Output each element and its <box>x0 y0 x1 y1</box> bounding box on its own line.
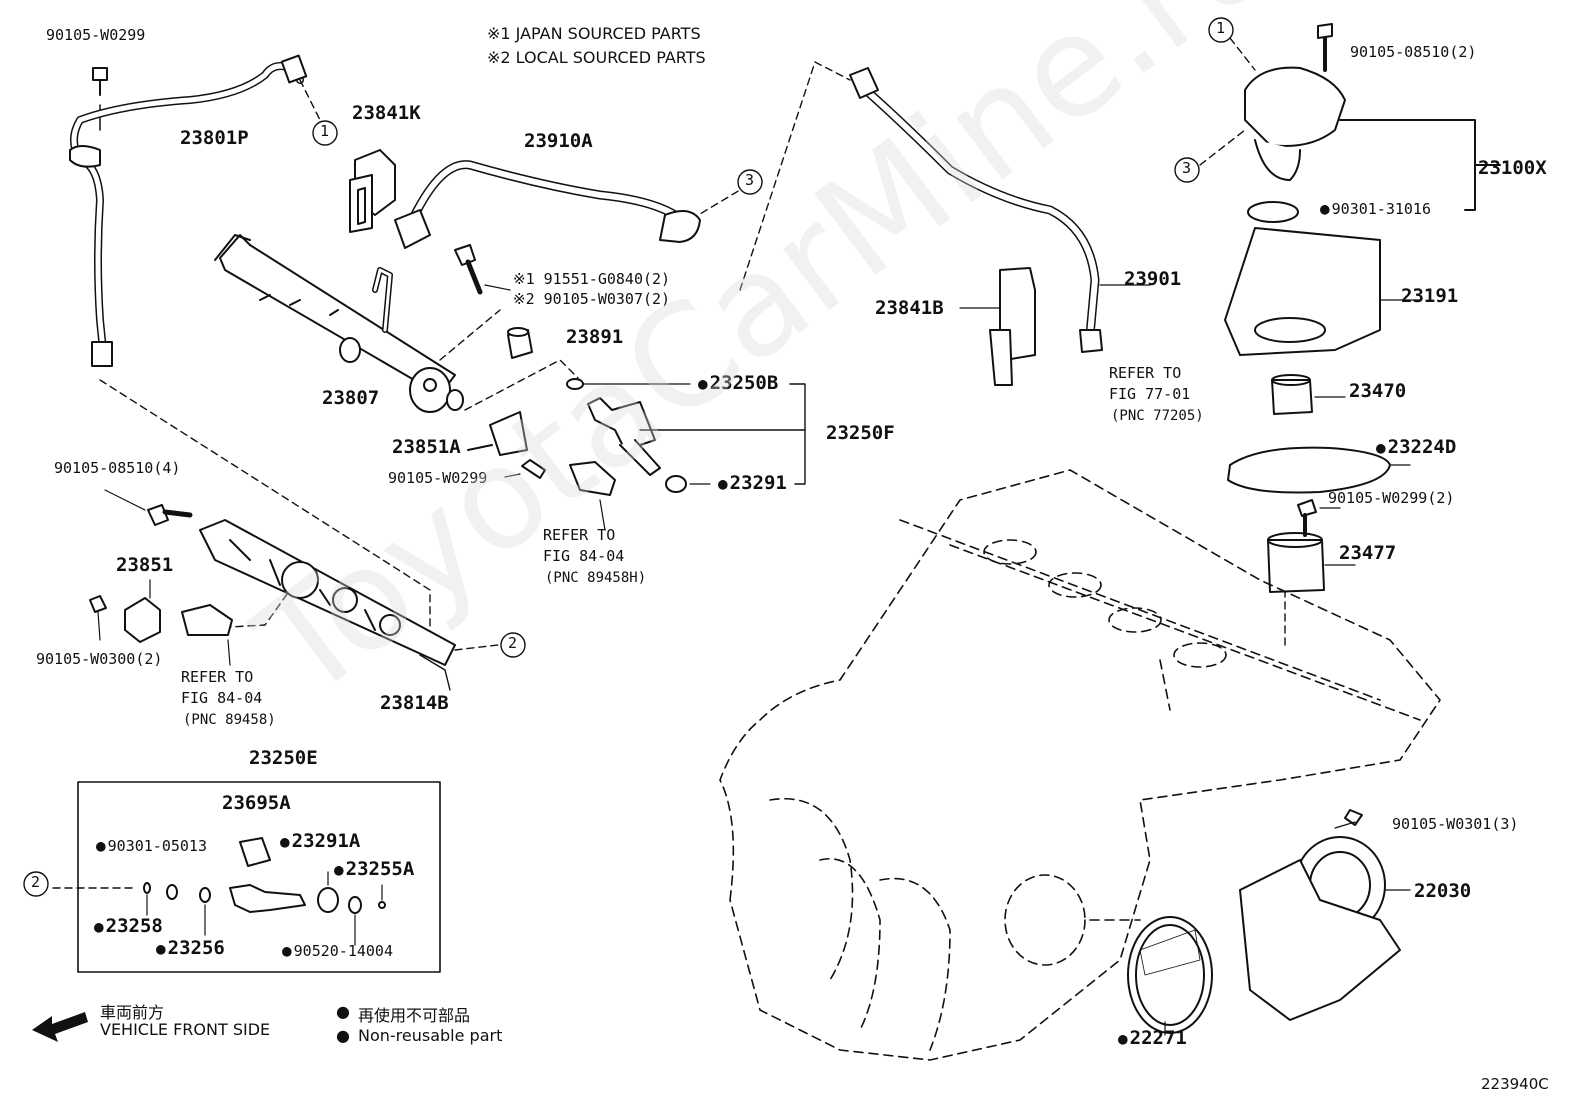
kit-box-23250e <box>77 781 441 973</box>
refer-text: (PNC 89458) <box>183 712 276 728</box>
part-label: 23470 <box>1349 380 1407 402</box>
gasket-22271 <box>1127 916 1213 1036</box>
callout-1-top: 1 <box>320 122 330 140</box>
refer-text: FIG 77-01 <box>1109 385 1191 403</box>
part-label: 23224D <box>1376 436 1457 458</box>
part-label: 23851A <box>392 436 461 458</box>
callout-2-box: 2 <box>31 873 41 891</box>
legend-nonreuse-jp: 再使用不可部品 <box>358 1006 471 1025</box>
refer-text: (PNC 89458H) <box>545 570 647 586</box>
part-label: 23100X <box>1478 157 1547 179</box>
part-label: 23191 <box>1401 285 1459 307</box>
part-label: 90105-W0299(2) <box>1328 489 1455 507</box>
part-label: 23851 <box>116 554 174 576</box>
bracket-23191 <box>1224 227 1421 356</box>
part-label: 23258 <box>94 915 163 937</box>
wire-harness-23814b <box>199 519 456 691</box>
part-label: ※1 91551-G0840(2) <box>513 270 671 288</box>
part-label: 23695A <box>222 792 291 814</box>
part-label: 90105-W0299 <box>46 26 146 44</box>
refer-text: FIG 84-04 <box>181 689 263 707</box>
part-label: 22271 <box>1118 1027 1187 1049</box>
part-label: 90105-08510(2) <box>1350 43 1477 61</box>
part-label: 90105-W0299 <box>388 469 488 487</box>
callout-3-right: 3 <box>1182 159 1192 177</box>
engine-outline <box>719 469 1441 1061</box>
part-label: 23891 <box>566 326 624 348</box>
hose-23910a <box>394 160 701 249</box>
part-label: 23291A <box>280 830 361 852</box>
sensor-23851 <box>89 579 161 643</box>
delivery-pipe-23807 <box>214 234 464 413</box>
clip-23851a <box>467 411 528 456</box>
part-label: 23250E <box>249 747 318 769</box>
refer-text: REFER TO <box>543 526 616 544</box>
gasket-23224d <box>1227 446 1411 494</box>
injector-kit-parts <box>143 837 386 946</box>
part-label: 90301-31016 <box>1320 199 1431 218</box>
refer-text: FIG 84-04 <box>543 547 625 565</box>
housing-23477 <box>1267 532 1356 593</box>
bolt-91551 <box>454 244 511 295</box>
part-label: 23255A <box>334 858 415 880</box>
callout-3-left: 3 <box>745 171 755 189</box>
bolt-90105-w0299-right <box>1297 499 1341 537</box>
connector-23841b <box>959 267 1036 386</box>
part-label: 90105-W0300(2) <box>36 650 163 668</box>
sensor-89458 <box>181 604 233 666</box>
part-label: 90520-14004 <box>282 941 393 960</box>
bolt-90105-w0299-mid <box>504 459 546 479</box>
part-label: 23801P <box>180 127 249 149</box>
collar-23891 <box>507 327 533 359</box>
refer-text: REFER TO <box>1109 364 1182 382</box>
bolt-90105-08510-left <box>104 489 193 526</box>
sensor-89458h <box>569 461 616 531</box>
note-japan-sourced: ※1 JAPAN SOURCED PARTS <box>487 24 701 43</box>
legend-front-jp: 車両前方 <box>100 1003 165 1022</box>
injector-23250f <box>566 378 806 493</box>
part-label: 23256 <box>156 937 225 959</box>
part-label: 23250F <box>826 422 895 444</box>
part-label: 23841K <box>352 102 421 124</box>
part-label: 23814B <box>380 692 449 714</box>
callout-2-mid: 2 <box>508 634 518 652</box>
callout-1-right: 1 <box>1216 19 1226 37</box>
part-label: 23291 <box>718 472 787 494</box>
legend-bullet-icon: ● <box>336 1026 350 1045</box>
part-label: ※2 90105-W0307(2) <box>513 290 671 308</box>
refer-text: (PNC 77205) <box>1111 408 1204 424</box>
pipe-23901 <box>849 67 1151 353</box>
diagram-code: 223940C <box>1481 1075 1549 1093</box>
fuel-pump-23100x <box>1244 23 1501 223</box>
part-label: 90105-08510(4) <box>54 459 181 477</box>
connector-23841k <box>349 149 396 233</box>
legend-bullet-icon: ● <box>336 1002 350 1021</box>
legend-nonreuse-en: Non-reusable part <box>358 1026 503 1045</box>
part-label: 23901 <box>1124 268 1182 290</box>
fuel-pipe-23801p <box>69 54 308 367</box>
front-arrow-icon <box>32 1012 88 1042</box>
refer-text: REFER TO <box>181 668 254 686</box>
throttle-body-22030 <box>1239 809 1411 1021</box>
note-local-sourced: ※2 LOCAL SOURCED PARTS <box>487 48 706 67</box>
part-label: 23250B <box>698 372 779 394</box>
part-label: 23910A <box>524 130 593 152</box>
lifter-23470 <box>1271 374 1346 415</box>
part-label: 23841B <box>875 297 944 319</box>
part-label: 90301-05013 <box>96 836 207 855</box>
part-label: 90105-W0301(3) <box>1392 815 1519 833</box>
legend-front-en: VEHICLE FRONT SIDE <box>100 1020 271 1039</box>
part-label: 23477 <box>1339 542 1397 564</box>
part-label: 22030 <box>1414 880 1472 902</box>
part-label: 23807 <box>322 387 380 409</box>
